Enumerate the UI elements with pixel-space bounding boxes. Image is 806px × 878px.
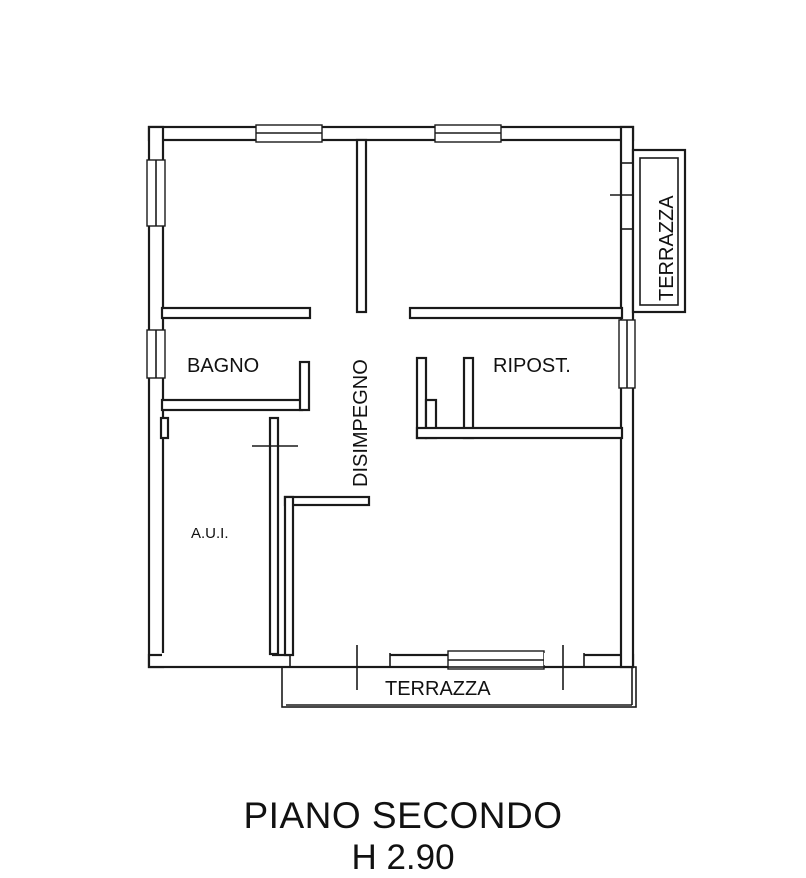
label-bagno: BAGNO	[187, 355, 259, 377]
wall-corridor-stub	[283, 495, 371, 507]
top-wall	[147, 125, 635, 142]
label-terrazza-bottom: TERRAZZA	[385, 678, 491, 700]
wall-living-left	[283, 495, 295, 657]
outer-walls	[147, 125, 635, 669]
openings	[162, 162, 640, 690]
label-ripost: RIPOST.	[493, 355, 571, 377]
wall-ripost-left-outer	[415, 356, 428, 440]
wall-aui-stub	[159, 416, 170, 440]
wall-ripost-bottom	[415, 426, 624, 440]
floor-title: PIANO SECONDO	[243, 795, 563, 836]
windows	[146, 124, 636, 670]
wall-ripost-top	[408, 306, 624, 320]
terrace-right	[631, 148, 687, 314]
wall-bagno-right	[298, 360, 311, 412]
wall-bagno-bottom	[160, 398, 304, 412]
label-aui: A.U.I.	[191, 525, 229, 542]
interior-walls	[159, 138, 624, 657]
wall-bagno-top	[160, 306, 312, 320]
wall-central-vertical	[355, 138, 368, 314]
label-terrazza-side: TERRAZZA	[656, 195, 678, 301]
label-disimpegno: DISIMPEGNO	[350, 359, 372, 487]
wall-aui-right	[268, 416, 280, 656]
terrace-bottom	[281, 666, 637, 708]
ceiling-height: H 2.90	[351, 838, 455, 877]
wall-ripost-left	[462, 356, 475, 440]
